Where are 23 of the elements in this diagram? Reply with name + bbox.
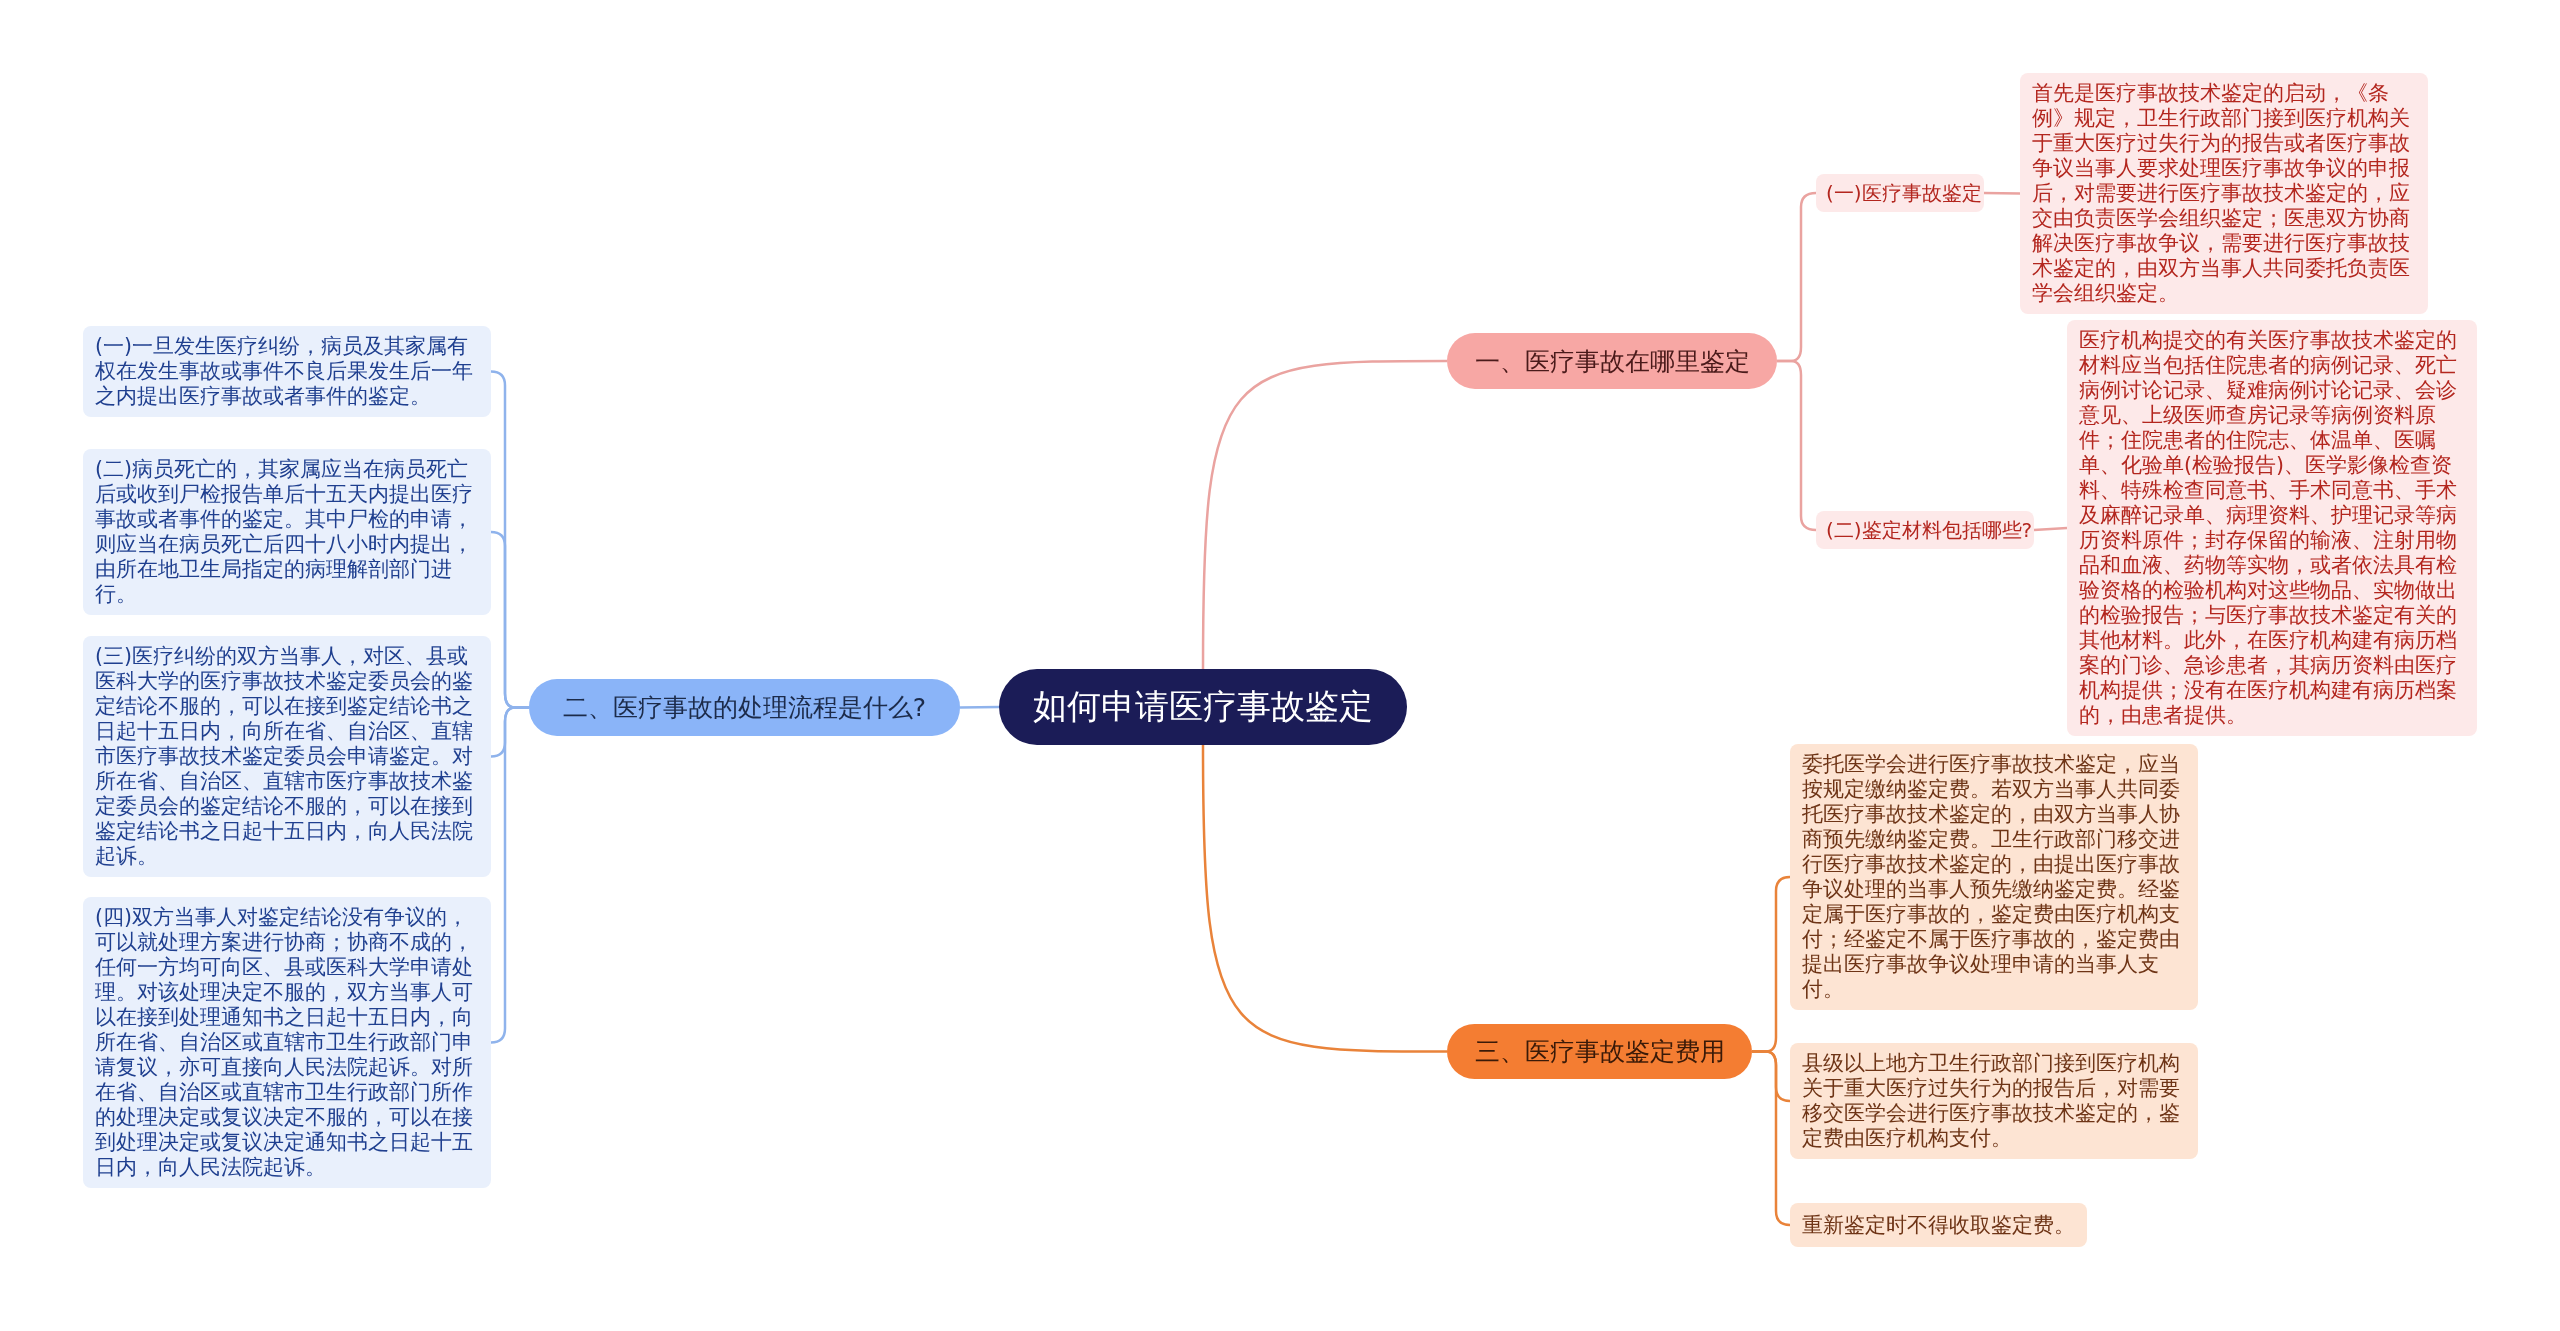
subtopic-label: (二)鉴定材料包括哪些? <box>1816 511 2034 549</box>
note-box: 重新鉴定时不得收取鉴定费。 <box>1790 1203 2087 1247</box>
connector-line <box>1201 745 1447 1053</box>
topic-pill: 二、医疗事故的处理流程是什么? <box>529 678 960 736</box>
central-topic: 如何申请医疗事故鉴定 <box>999 669 1407 745</box>
connector-line <box>1777 359 1817 532</box>
connector-line <box>1984 191 2020 195</box>
subtopic-label: (一)医疗事故鉴定 <box>1816 174 1984 212</box>
topic-pill: 三、医疗事故鉴定费用 <box>1447 1023 1752 1079</box>
note-box: 县级以上地方卫生行政部门接到医疗机构关于重大医疗过失行为的报告后，对需要移交医学会进行医疗事故技术鉴定的，鉴定费由医疗机构支付。 <box>1790 1043 2198 1159</box>
connector-line <box>1201 359 1447 669</box>
topic-pill: 一、医疗事故在哪里鉴定 <box>1447 333 1777 389</box>
connector-line <box>960 705 999 709</box>
note-box: (二)病员死亡的，其家属应当在病员死亡后或收到尸检报告单后十五天内提出医疗事故或者事件的鉴定。其中尸检的申请，则应当在病员死亡后四十八小时内提出，由所在地卫生局指定的病理解剖部门进行。 <box>83 449 491 615</box>
note-box: (四)双方当事人对鉴定结论没有争议的，可以就处理方案进行协商；协商不成的，任何一方均可向区、县或医科大学申请处理。对该处理决定不服的，双方当事人可以在接到处理通知书之日起十五日内，向所在省、自治区或直辖市卫生行政部门申请复议，亦可直接向人民法院起诉。对所在省、自治区或直辖市卫生行政部门所作的处理决定或复议决定不服的，可以在接到处理决定或复议决定通知书之日起十五日内，向人民法院起诉。 <box>83 896 491 1188</box>
note-box: (三)医疗纠纷的双方当事人，对区、县或医科大学的医疗事故技术鉴定委员会的鉴定结论不服的，可以在接到鉴定结论书之日起十五日内，向所在省、自治区、直辖市医疗事故技术鉴定委员会申请鉴定。对所在省、自治区、直辖市医疗事故技术鉴定委员会的鉴定结论不服的，可以在接到鉴定结论书之日起十五日内，向人民法院起诉。 <box>83 635 491 877</box>
note-box: 首先是医疗事故技术鉴定的启动，《条例》规定，卫生行政部门接到医疗机构关于重大医疗过失行为的报告或者医疗事故争议当事人要求处理医疗事故争议的申报后，对需要进行医疗事故技术鉴定的，应交由负责医学会组织鉴定；医患双方协商解决医疗事故争议，需要进行医疗事故技术鉴定的，由双方当事人共同委托负责医学会组织鉴定。 <box>2020 72 2428 314</box>
note-box: (一)一旦发生医疗纠纷，病员及其家属有权在发生事故或事件不良后果发生后一年之内提出医疗事故或者事件的鉴定。 <box>83 325 491 417</box>
connector-line <box>1752 1050 1791 1227</box>
note-box: 委托医学会进行医疗事故技术鉴定，应当按规定缴纳鉴定费。若双方当事人共同委托医疗事故技术鉴定的，由双方当事人协商预先缴纳鉴定费。卫生行政部门移交进行医疗事故技术鉴定的，由提出医疗事故争议处理的当事人预先缴纳鉴定费。经鉴定属于医疗事故的，鉴定费由医疗机构支付；经鉴定不属于医疗事故的，鉴定费由提出医疗事故争议处理申请的当事人支付。 <box>1790 744 2198 1010</box>
connector-line <box>490 706 529 1044</box>
connector-line <box>2033 526 2068 532</box>
note-box: 医疗机构提交的有关医疗事故技术鉴定的材料应当包括住院患者的病例记录、死亡病例讨论记录、疑难病例讨论记录、会诊意见、上级医师查房记录等病例资料原件；住院患者的住院志、体温单、医嘱单、化验单(检验报告)、医学影像检查资料、特殊检查同意书、手术同意书、手术及麻醉记录单、病理资料、护理记录等病历资料原件；封存保留的输液、注射用物品和血液、药物等实物，或者依法具有检验资格的检验机构对这些物品、实物做出的检验报告；与医疗事故技术鉴定有关的其他材料。此外，在医疗机构建有病历档案的门诊、急诊患者，其病历资料由医疗机构提供；没有在医疗机构建有病历档案的，由患者提供。 <box>2067 320 2477 736</box>
